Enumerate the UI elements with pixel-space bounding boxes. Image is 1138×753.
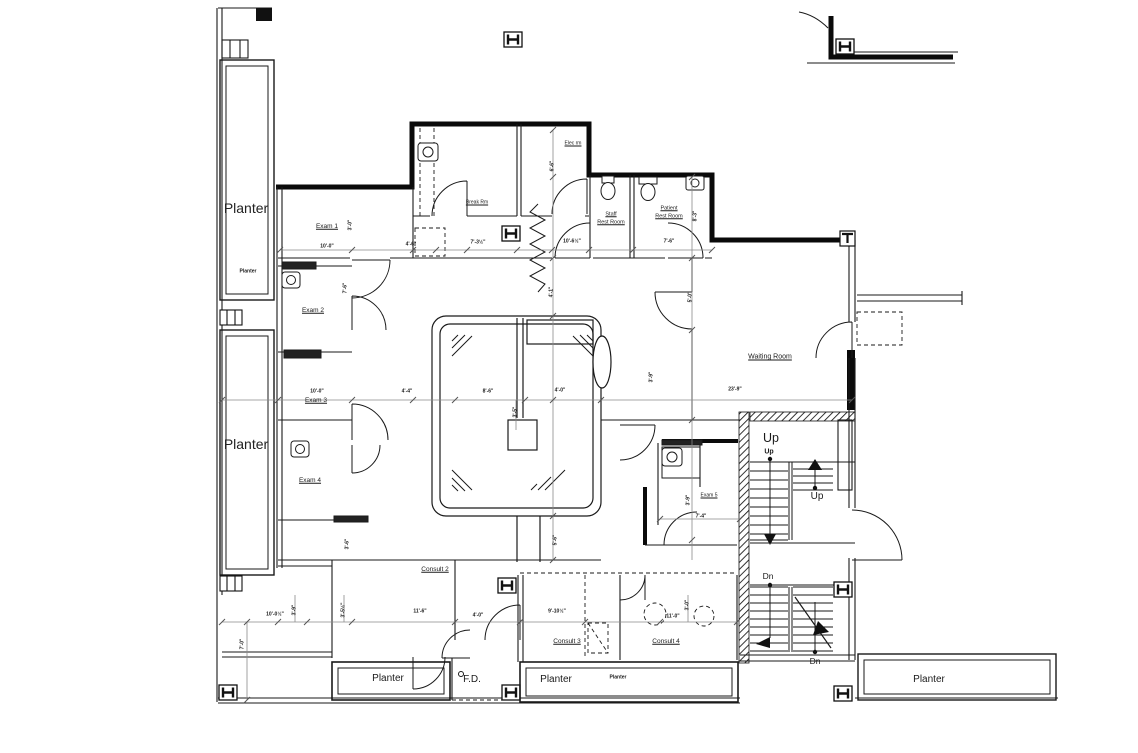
room-label-consult-3: Consult 3 [553, 637, 581, 645]
room-label-exam-3: Exam 3 [304, 396, 328, 404]
dimension-label: 4'-1" [548, 286, 555, 298]
dimension-label: 3'-9" [291, 604, 298, 616]
stair-dn-label: Dn [809, 655, 821, 666]
room-label-exam-1: Exam 1 [315, 222, 339, 230]
dimension-label: 9'-10½" [548, 608, 566, 615]
room-label-exam-4: Exam 4 [298, 476, 322, 484]
dimension-label: 6'-6" [549, 160, 556, 172]
planter-label: Planter [372, 673, 404, 684]
dimension-label: 10'-0" [310, 388, 324, 395]
dimension-label: 3'-0" [347, 219, 354, 231]
dimension-label: 7'-6" [342, 282, 349, 294]
floor-drain-symbol [458, 671, 464, 677]
dimension-label: 3'-9" [648, 371, 655, 383]
dimension-label: 5'-6" [552, 534, 559, 546]
planter-label: Planter [223, 436, 269, 452]
dimension-label: 11'-6" [413, 608, 427, 615]
stair-dn-label: Dn [762, 570, 774, 581]
dimension-label: 3'-5" [512, 406, 519, 418]
floor-drain-label: F.D. [463, 674, 481, 685]
room-label-staff-restroom: Rest Room [597, 219, 625, 226]
stair-up-label: Up [763, 430, 779, 445]
stair-up-label: Up [810, 491, 824, 502]
columns [217, 8, 856, 703]
planter-label-small: Planter [609, 674, 627, 681]
room-label-exam-5: Exam 5 [700, 492, 718, 499]
dimension-label: 7'-6" [663, 238, 675, 245]
planter-boxes [219, 59, 1057, 703]
room-label-patient-restroom: Patient [660, 205, 678, 212]
dimension-label: 10'-6½" [563, 238, 581, 245]
dimension-label: 7'-3½" [470, 239, 486, 246]
dimension-label: 23'-9" [728, 386, 742, 393]
dimension-label: 3'-6" [344, 538, 351, 550]
dimension-label: 7'-4" [695, 513, 707, 520]
room-label-patient-restroom: Rest Room [655, 213, 683, 220]
dimension-label: 10'-0½" [266, 611, 284, 618]
dimension-label: 3'-5½" [340, 602, 347, 618]
planter-label-small: Planter [239, 268, 257, 275]
dimension-label: 10'-0" [320, 243, 334, 250]
casework [281, 261, 703, 523]
planter-label: Planter [913, 674, 945, 685]
dimension-label: 4'-0" [472, 612, 484, 619]
shelving-symbol [528, 203, 547, 293]
dimension-label: 8'-3" [692, 210, 699, 222]
planter-label: Planter [223, 200, 269, 216]
room-label-staff-restroom: Staff [605, 211, 617, 218]
partition-walls [216, 7, 1058, 704]
dimension-label: 8'-6" [482, 388, 494, 395]
room-label-exam-2: Exam 2 [301, 306, 325, 314]
dimension-label: 7'-0" [239, 638, 246, 650]
planter-label: Planter [540, 674, 572, 685]
room-label-consult-2: Consult 2 [421, 565, 449, 573]
dimension-label: 4'-0" [554, 387, 566, 394]
room-label-waiting-room: Waiting Room [748, 353, 792, 361]
room-label-consult-4: Consult 4 [652, 637, 680, 645]
dimension-lines [218, 126, 856, 704]
room-label-elec: Elec rm [564, 140, 582, 147]
dimension-label: 3'-0" [684, 599, 691, 611]
stairs [750, 456, 855, 655]
toilets [600, 175, 658, 201]
nurse-station-ring [431, 315, 612, 562]
dimension-label: 11'-0" [666, 613, 680, 620]
dimension-label: 3'-9" [685, 494, 692, 506]
sinks [281, 142, 705, 467]
stair-up-label-small: Up [764, 448, 774, 456]
dimension-label: 4'-4" [401, 388, 413, 395]
dimension-label: 5'-0" [687, 291, 694, 303]
doors [351, 178, 903, 690]
dimension-label: 4'-6" [405, 241, 417, 248]
room-label-break-rm: Break Rm [465, 199, 489, 206]
